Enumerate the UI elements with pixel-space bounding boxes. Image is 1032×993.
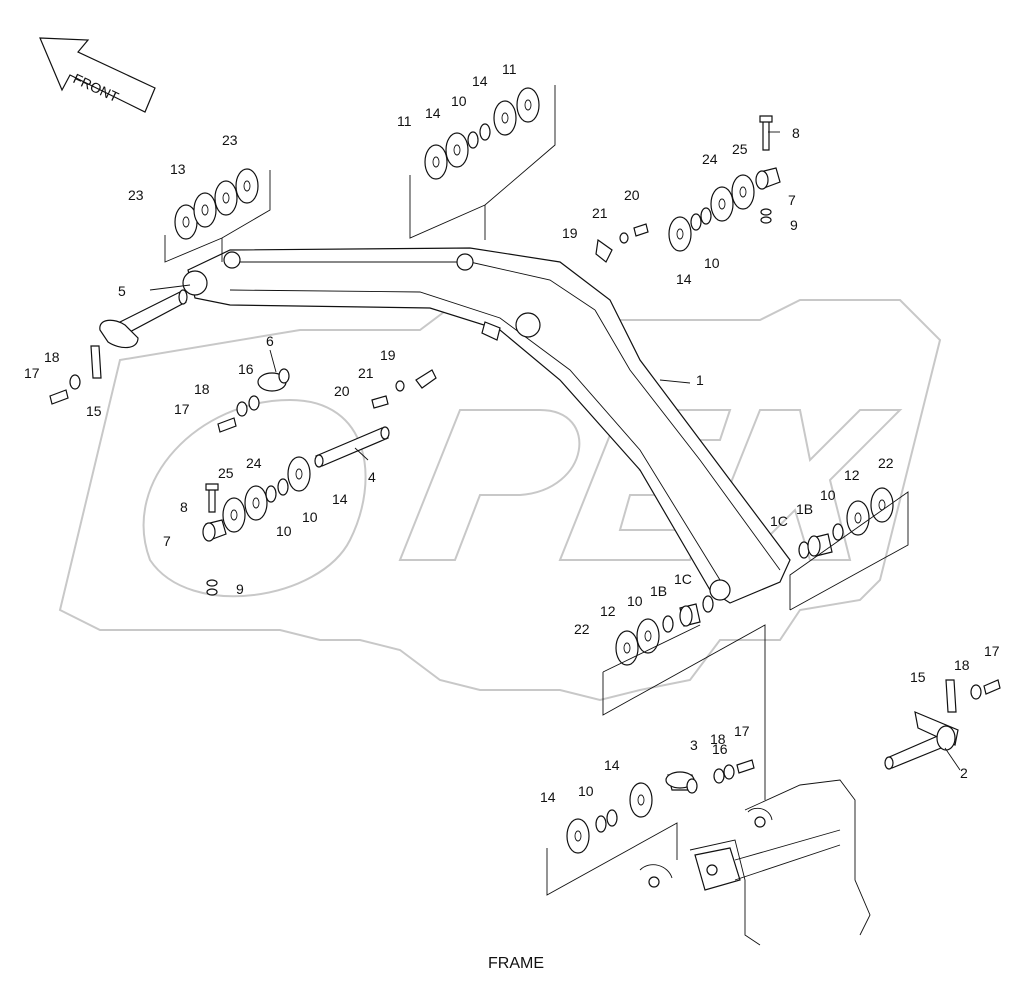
label-10: 10 [578, 783, 594, 799]
label-21: 21 [592, 205, 608, 221]
label-9: 9 [790, 217, 798, 233]
label-18: 18 [194, 381, 210, 397]
label-1B: 1B [650, 583, 667, 599]
label-7: 7 [163, 533, 171, 549]
pin-2 [884, 711, 959, 770]
label-17: 17 [24, 365, 40, 381]
label-14: 14 [604, 757, 620, 773]
label-23: 23 [128, 187, 144, 203]
label-24: 24 [702, 151, 718, 167]
label-6: 6 [266, 333, 274, 349]
label-10: 10 [451, 93, 467, 109]
label-18: 18 [954, 657, 970, 673]
pin-4 [314, 426, 390, 468]
label-14: 14 [472, 73, 488, 89]
label-1C: 1C [770, 513, 788, 529]
label-22: 22 [574, 621, 590, 637]
label-8: 8 [180, 499, 188, 515]
label-19: 19 [562, 225, 578, 241]
label-25: 25 [218, 465, 234, 481]
group-brackets [164, 85, 909, 896]
label-14: 14 [540, 789, 556, 805]
label-15: 15 [910, 669, 926, 685]
label-16: 16 [238, 361, 254, 377]
label-1: 1 [696, 372, 704, 388]
label-12: 12 [844, 467, 860, 483]
label-25: 25 [732, 141, 748, 157]
label-20: 20 [624, 187, 640, 203]
frame-mount [639, 779, 871, 946]
label-17: 17 [174, 401, 190, 417]
frame-caption: FRAME [488, 955, 544, 972]
leader-lines [149, 131, 961, 771]
label-10: 10 [704, 255, 720, 271]
label-15: 15 [86, 403, 102, 419]
label-2: 2 [960, 765, 968, 781]
label-5: 5 [118, 283, 126, 299]
label-8: 8 [792, 125, 800, 141]
label-14: 14 [425, 105, 441, 121]
label-4: 4 [368, 469, 376, 485]
label-22: 22 [878, 455, 894, 471]
label-17: 17 [734, 723, 750, 739]
label-16: 16 [712, 741, 728, 757]
label-7: 7 [788, 192, 796, 208]
label-10: 10 [627, 593, 643, 609]
label-17: 17 [984, 643, 1000, 659]
label-10: 10 [820, 487, 836, 503]
label-14: 14 [676, 271, 692, 287]
label-11: 11 [502, 61, 517, 77]
label-14: 14 [332, 491, 348, 507]
label-21: 21 [358, 365, 374, 381]
label-18: 18 [710, 731, 726, 747]
front-direction-arrow: FRONT [39, 37, 156, 113]
label-9: 9 [236, 581, 244, 597]
label-10: 10 [302, 509, 318, 525]
label-1C: 1C [674, 571, 692, 587]
label-13: 13 [170, 161, 186, 177]
label-24: 24 [246, 455, 262, 471]
label-20: 20 [334, 383, 350, 399]
label-19: 19 [380, 347, 396, 363]
pin-6 [257, 368, 290, 392]
label-10: 10 [276, 523, 292, 539]
label-3: 3 [690, 737, 698, 753]
label-11: 11 [397, 113, 412, 129]
label-1B: 1B [796, 501, 813, 517]
pin-5 [99, 289, 188, 349]
label-18: 18 [44, 349, 60, 365]
label-23: 23 [222, 132, 238, 148]
pin-3 [665, 771, 698, 794]
boom-assembly [182, 247, 791, 604]
label-12: 12 [600, 603, 616, 619]
washers [49, 87, 1001, 854]
watermark-logo [58, 299, 942, 702]
callout-labels: 11 14 10 11 14 23 13 23 8 24 25 7 9 20 2… [24, 61, 1000, 805]
